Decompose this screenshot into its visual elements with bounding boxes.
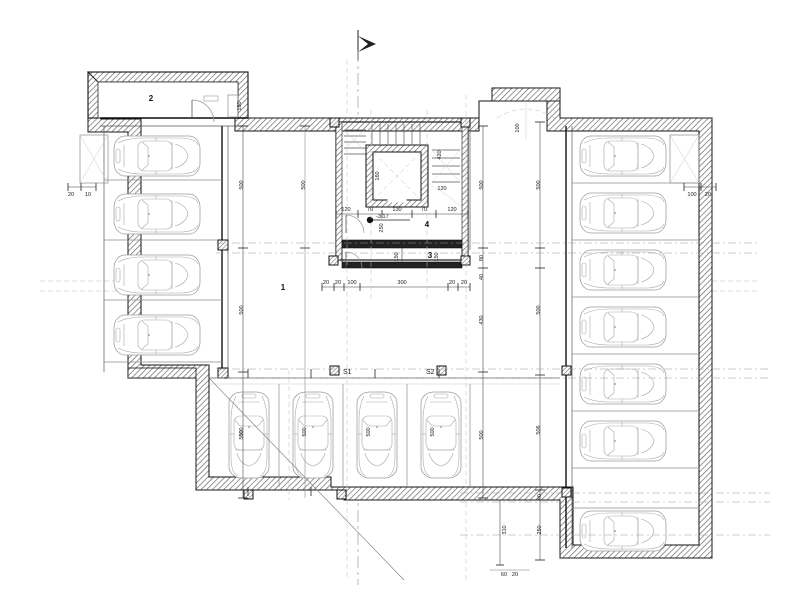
stair-run-top <box>371 124 421 144</box>
dim-bottom-20: 20 <box>512 572 518 578</box>
dim-cr-120: 120 <box>437 186 446 192</box>
car-left-3 <box>113 254 201 296</box>
dim-bottom-40: 40 <box>537 494 543 500</box>
parking-bottom-row <box>208 377 471 581</box>
dim-ci-150-b: 150 <box>434 252 440 261</box>
dim-left-outer-500: 500 <box>301 180 307 189</box>
dim-cr-80: 80 <box>479 255 485 261</box>
dim-bottom-60: 60 <box>501 572 507 578</box>
dimension-system <box>67 60 770 580</box>
room-labels: 2 1 3 4 <box>149 94 433 292</box>
dim-far-right-506: 506 <box>536 425 542 434</box>
car-right-2 <box>579 192 667 234</box>
car-right-6 <box>579 420 667 462</box>
dim-core-70-b: 70 <box>421 207 427 213</box>
dim-stall-500-b: 500 <box>302 427 308 436</box>
dim-cr-420: 420 <box>437 150 443 159</box>
dim-far-right-500-a: 500 <box>536 180 542 189</box>
parking-left-column <box>79 134 222 363</box>
column-tag-s1: S1 <box>343 369 352 376</box>
dim-cb-20-c: 20 <box>449 280 455 286</box>
dim-cb-20-d: 20 <box>461 280 467 286</box>
dim-core-70-a: 70 <box>367 207 373 213</box>
car-bottom-2 <box>292 391 334 479</box>
dim-ci-150-a: 150 <box>394 252 400 261</box>
car-bottom-4 <box>420 391 462 479</box>
dim-cb-300: 300 <box>397 280 406 286</box>
car-right-7 <box>579 510 667 552</box>
dim-cb-20-a: 20 <box>323 280 329 286</box>
dim-core-130: 130 <box>392 207 401 213</box>
column-tag-s2: S2 <box>426 369 435 376</box>
dim-stall-500-d: 500 <box>430 427 436 436</box>
dim-stall-500-a: 500 <box>239 427 245 436</box>
dim-cb-20-b: 20 <box>335 280 341 286</box>
car-right-3 <box>579 249 667 291</box>
dim-top-150: 150 <box>237 101 243 110</box>
dim-far-right-500-b: 500 <box>536 305 542 314</box>
room-label-2: 2 <box>149 94 154 103</box>
room-label-1: 1 <box>281 283 286 292</box>
dim-core-120-a: 120 <box>341 207 350 213</box>
column-tags: S1 S2 <box>343 369 435 376</box>
car-right-4 <box>579 306 667 348</box>
dim-right-500-b: 500 <box>479 430 485 439</box>
dim-stall-500-c: 500 <box>366 427 372 436</box>
door-swing-room2 <box>191 94 239 123</box>
dim-left-500-b: 500 <box>239 305 245 314</box>
dim-top-100: 100 <box>515 123 521 132</box>
parking-right-column <box>572 134 700 552</box>
dim-right-430: 430 <box>479 315 485 324</box>
car-right-1 <box>579 135 667 177</box>
dim-tr-20: 20 <box>705 192 711 198</box>
stair-run-left <box>343 127 367 155</box>
dim-cb-100: 100 <box>347 280 356 286</box>
entry-ramp <box>491 87 561 140</box>
stair-run-right <box>431 149 461 207</box>
north-arrow-icon <box>357 30 376 60</box>
dim-tr-100: 100 <box>687 192 696 198</box>
car-left-2 <box>113 193 201 235</box>
dim-left-500-a: 500 <box>239 180 245 189</box>
dim-bottom-310: 310 <box>502 525 508 534</box>
dim-tl-10: 10 <box>85 192 91 198</box>
dim-tl-20: 20 <box>68 192 74 198</box>
dim-bottom-250: 250 <box>537 525 543 534</box>
car-left-1 <box>113 135 201 177</box>
car-left-4 <box>113 314 201 356</box>
room-label-3: 3 <box>428 251 433 260</box>
dim-core-120-b: 120 <box>447 207 456 213</box>
dim-cr-40: 40 <box>479 274 485 280</box>
dim-left-500-c: 500 <box>239 430 245 439</box>
car-bottom-3 <box>356 391 398 479</box>
dim-right-500-a: 500 <box>479 180 485 189</box>
car-right-5 <box>579 363 667 405</box>
dim-ci-160: 160 <box>375 171 381 180</box>
dim-ci-250: 250 <box>379 223 385 232</box>
structural-columns <box>217 117 572 500</box>
room-label-4: 4 <box>425 220 430 229</box>
dimension-labels: 500 500 500 500 500 430 500 500 500 506 … <box>68 101 711 578</box>
